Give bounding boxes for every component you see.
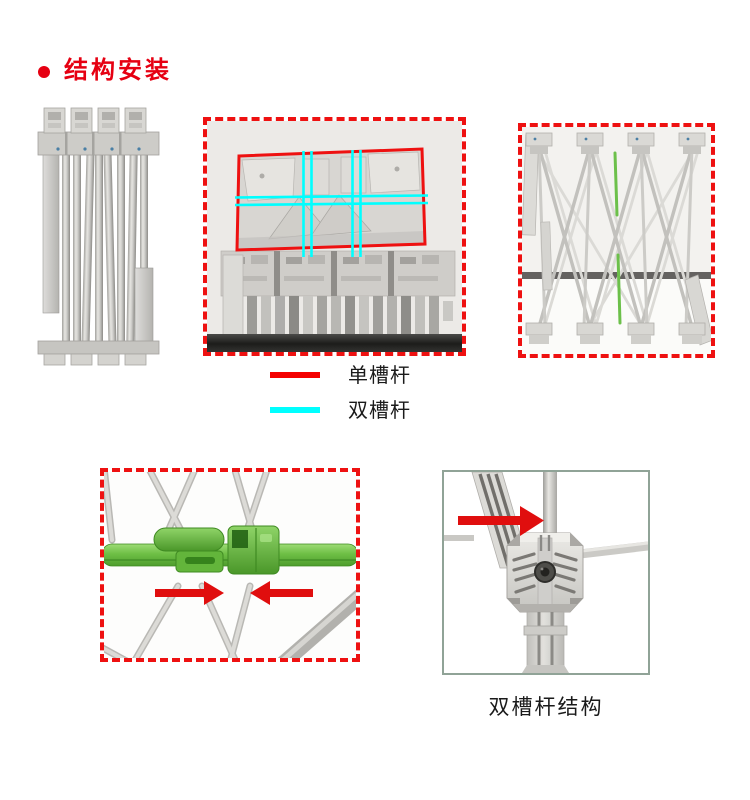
bottom-feet-blocks xyxy=(525,322,706,344)
top-face-structure xyxy=(236,149,426,252)
dark-table-bar xyxy=(207,334,462,352)
top-view-illustration xyxy=(207,121,462,352)
legend-double-slot-label: 双槽杆 xyxy=(348,400,411,422)
double-slot-rod-hub-photo xyxy=(442,470,650,675)
connector-lever xyxy=(153,527,225,552)
legend-single-slot-label: 单槽杆 xyxy=(348,365,411,387)
red-arrow-right-icon xyxy=(155,581,224,605)
top-view-slot-highlight-photo xyxy=(203,117,466,356)
hub-ribs xyxy=(512,552,578,594)
background-table-edge xyxy=(522,272,711,279)
green-crossbar xyxy=(104,525,356,575)
expanded-scissor-frame-photo xyxy=(518,123,715,358)
legend-single-slot-swatch xyxy=(270,372,320,378)
red-arrow-right-icon xyxy=(458,506,544,536)
left-lower-bar xyxy=(540,221,553,291)
folded-frame-top-connectors xyxy=(37,107,160,156)
hub-body xyxy=(506,532,584,613)
folded-frame-bottom-connectors xyxy=(37,340,160,366)
top-connector-blocks xyxy=(525,132,706,154)
folded-frame-photo xyxy=(28,103,168,368)
legend-double-slot-swatch xyxy=(270,407,320,413)
hub-joint-illustration xyxy=(444,472,648,673)
red-arrow-left-icon xyxy=(250,581,313,605)
push-together-arrows xyxy=(155,581,313,605)
background-rods xyxy=(104,472,356,658)
expanded-frame-illustration xyxy=(522,127,711,354)
lower-column xyxy=(522,611,569,673)
folded-frame-bars xyxy=(42,152,154,349)
right-horizontal-tube xyxy=(575,541,648,559)
green-crossbar-connector-photo xyxy=(100,468,360,662)
green-rod xyxy=(613,151,622,325)
connector-stack xyxy=(220,250,456,340)
green-connector-illustration xyxy=(104,472,356,658)
double-slot-cyan-lines xyxy=(234,150,429,257)
vertical-tube xyxy=(543,472,557,544)
page-title: 结构安装 xyxy=(64,58,172,84)
folded-frame-illustration xyxy=(37,107,160,366)
hub-caption: 双槽杆结构 xyxy=(488,695,604,719)
folded-legs xyxy=(247,296,453,337)
scissor-rods xyxy=(537,145,700,329)
title-bullet-icon xyxy=(38,66,50,78)
